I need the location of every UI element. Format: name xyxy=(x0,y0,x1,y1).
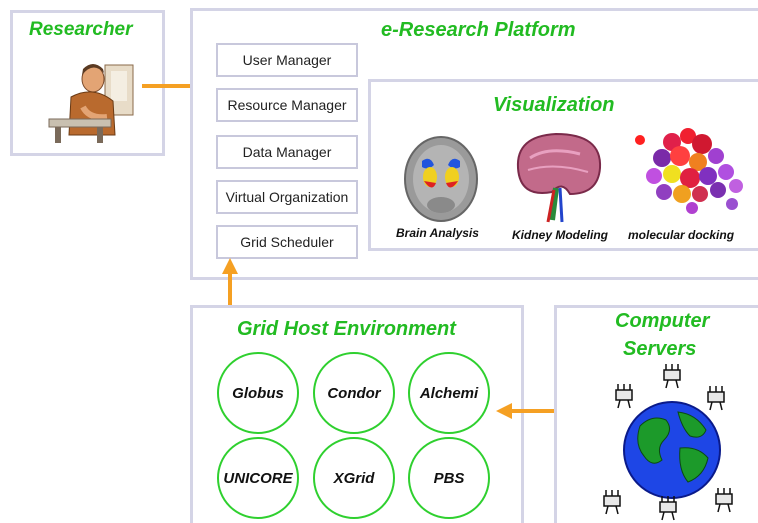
module-data-manager[interactable]: Data Manager xyxy=(216,135,358,169)
middleware-unicore[interactable]: UNICORE xyxy=(217,437,299,519)
researcher-clipart-icon xyxy=(48,64,134,143)
servers-title-line2: Servers xyxy=(623,338,697,360)
module-resource-manager[interactable]: Resource Manager xyxy=(216,88,358,122)
module-grid-scheduler[interactable]: Grid Scheduler xyxy=(216,225,358,259)
middleware-globus[interactable]: Globus xyxy=(217,352,299,434)
middleware-pbs[interactable]: PBS xyxy=(408,437,490,519)
brain-scan-icon xyxy=(404,136,478,222)
middleware-condor[interactable]: Condor xyxy=(313,352,395,434)
researcher-title: Researcher xyxy=(29,19,133,40)
molecule-cluster-icon xyxy=(635,128,743,214)
visualization-title: Visualization xyxy=(493,94,615,116)
middleware-alchemi[interactable]: Alchemi xyxy=(408,352,490,434)
server-node-icon xyxy=(603,364,733,521)
caption-kidney-modeling: Kidney Modeling xyxy=(512,228,608,242)
globe-icon xyxy=(623,401,721,499)
caption-brain-analysis: Brain Analysis xyxy=(396,226,479,240)
caption-molecular-docking: molecular docking xyxy=(628,228,735,242)
researcher-panel: Researcher xyxy=(10,10,165,156)
module-virtual-organization[interactable]: Virtual Organization xyxy=(216,180,358,214)
grid-host-title: Grid Host Environment xyxy=(237,318,456,340)
kidney-model-icon xyxy=(516,132,602,223)
module-user-manager[interactable]: User Manager xyxy=(216,43,358,77)
servers-title-line1: Computer xyxy=(615,310,710,332)
middleware-xgrid[interactable]: XGrid xyxy=(313,437,395,519)
platform-title: e-Research Platform xyxy=(381,19,576,41)
